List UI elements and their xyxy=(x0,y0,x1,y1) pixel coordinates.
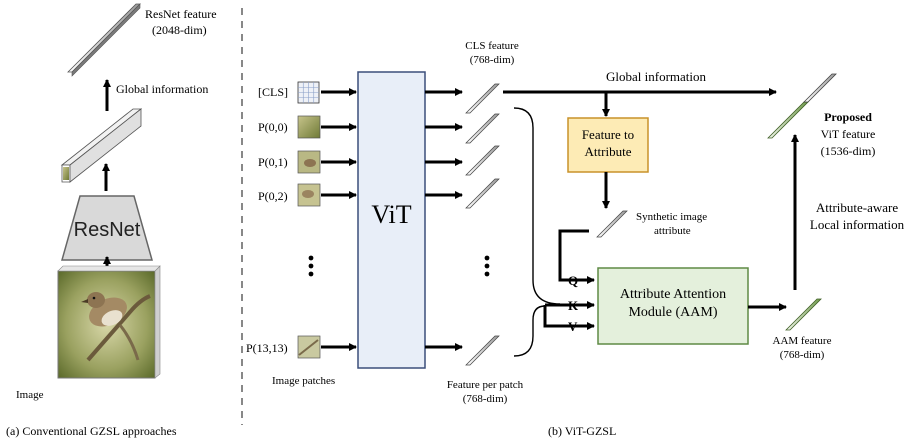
patch-thumb-13-13 xyxy=(297,335,321,359)
patch-label-0-2: P(0,2) xyxy=(258,189,288,203)
vit-label: ViT xyxy=(371,200,412,229)
caption-a: (a) Conventional GZSL approaches xyxy=(6,424,177,438)
vit-block xyxy=(357,71,426,369)
fta-line1: Feature to xyxy=(581,127,635,142)
vit-dim-label: (1536-dim) xyxy=(820,144,876,158)
aam-block xyxy=(597,267,749,345)
synthetic-line2: attribute xyxy=(654,225,691,237)
patch-thumb-0-0 xyxy=(297,115,321,139)
resnet-label: ResNet xyxy=(73,218,141,241)
resnet-feature-bar xyxy=(67,3,141,77)
q-label: Q xyxy=(568,273,579,288)
feature-bar-cls xyxy=(465,83,500,114)
caption-b: (b) ViT-GZSL xyxy=(548,424,617,438)
patch-dim-label: (768-dim) xyxy=(462,393,508,405)
feature-bar-p01 xyxy=(465,145,500,176)
fta-line2: Attribute xyxy=(584,144,632,159)
arrow-q xyxy=(558,229,595,284)
patch-thumb-0-2 xyxy=(297,183,321,207)
aam-dim-label: (768-dim) xyxy=(779,349,825,361)
vit-feature-label: ViT feature xyxy=(820,127,876,141)
feature-bar-p00 xyxy=(465,113,500,144)
dots-left xyxy=(308,255,314,261)
patch-brace-lower xyxy=(513,305,546,357)
aam-feature-bar xyxy=(785,298,822,331)
feature-bar-p1313 xyxy=(465,335,500,366)
k-label: K xyxy=(568,298,579,313)
global-information-b: Global information xyxy=(606,69,707,84)
image-label: Image xyxy=(16,389,44,401)
dots-right xyxy=(484,255,490,261)
patch-label-0-0: P(0,0) xyxy=(258,120,288,134)
patch-thumb-0-1 xyxy=(297,150,321,174)
v-label: V xyxy=(568,319,578,334)
synthetic-attribute-bar xyxy=(596,210,628,238)
feature-bar-p02 xyxy=(465,178,500,209)
patch-brace xyxy=(513,107,561,305)
feature-per-patch-label: Feature per patch xyxy=(446,379,524,391)
patch-label-0-1: P(0,1) xyxy=(258,155,288,169)
global-information-a: Global information xyxy=(116,82,209,96)
proposed-feature-bar xyxy=(767,73,837,139)
cls-token-grid xyxy=(297,81,320,104)
resnet-feature-label: ResNet feature xyxy=(145,7,217,21)
attribute-aware-label: Attribute-aware xyxy=(815,200,899,215)
aam-feature-label: AAM feature xyxy=(772,335,832,347)
local-information-label: Local information xyxy=(809,217,905,232)
resnet-block xyxy=(61,195,153,261)
cls-dim-label: (768-dim) xyxy=(469,54,515,66)
feature-map-cuboid xyxy=(60,108,143,183)
synthetic-line1: Synthetic image xyxy=(636,211,708,223)
proposed-label: Proposed xyxy=(824,110,872,124)
aam-line2: Module (AAM) xyxy=(628,305,718,320)
image-patches-label: Image patches xyxy=(272,375,336,387)
resnet-dim-label: (2048-dim) xyxy=(152,23,207,37)
cls-token-label: [CLS] xyxy=(258,85,288,99)
patch-label-13-13: P(13,13) xyxy=(246,341,288,355)
aam-line1: Attribute Attention xyxy=(619,287,727,302)
arrow-v xyxy=(543,305,595,330)
bird-image xyxy=(57,265,161,379)
feature-to-attribute-block xyxy=(567,117,649,173)
cls-feature-label: CLS feature xyxy=(465,40,519,52)
